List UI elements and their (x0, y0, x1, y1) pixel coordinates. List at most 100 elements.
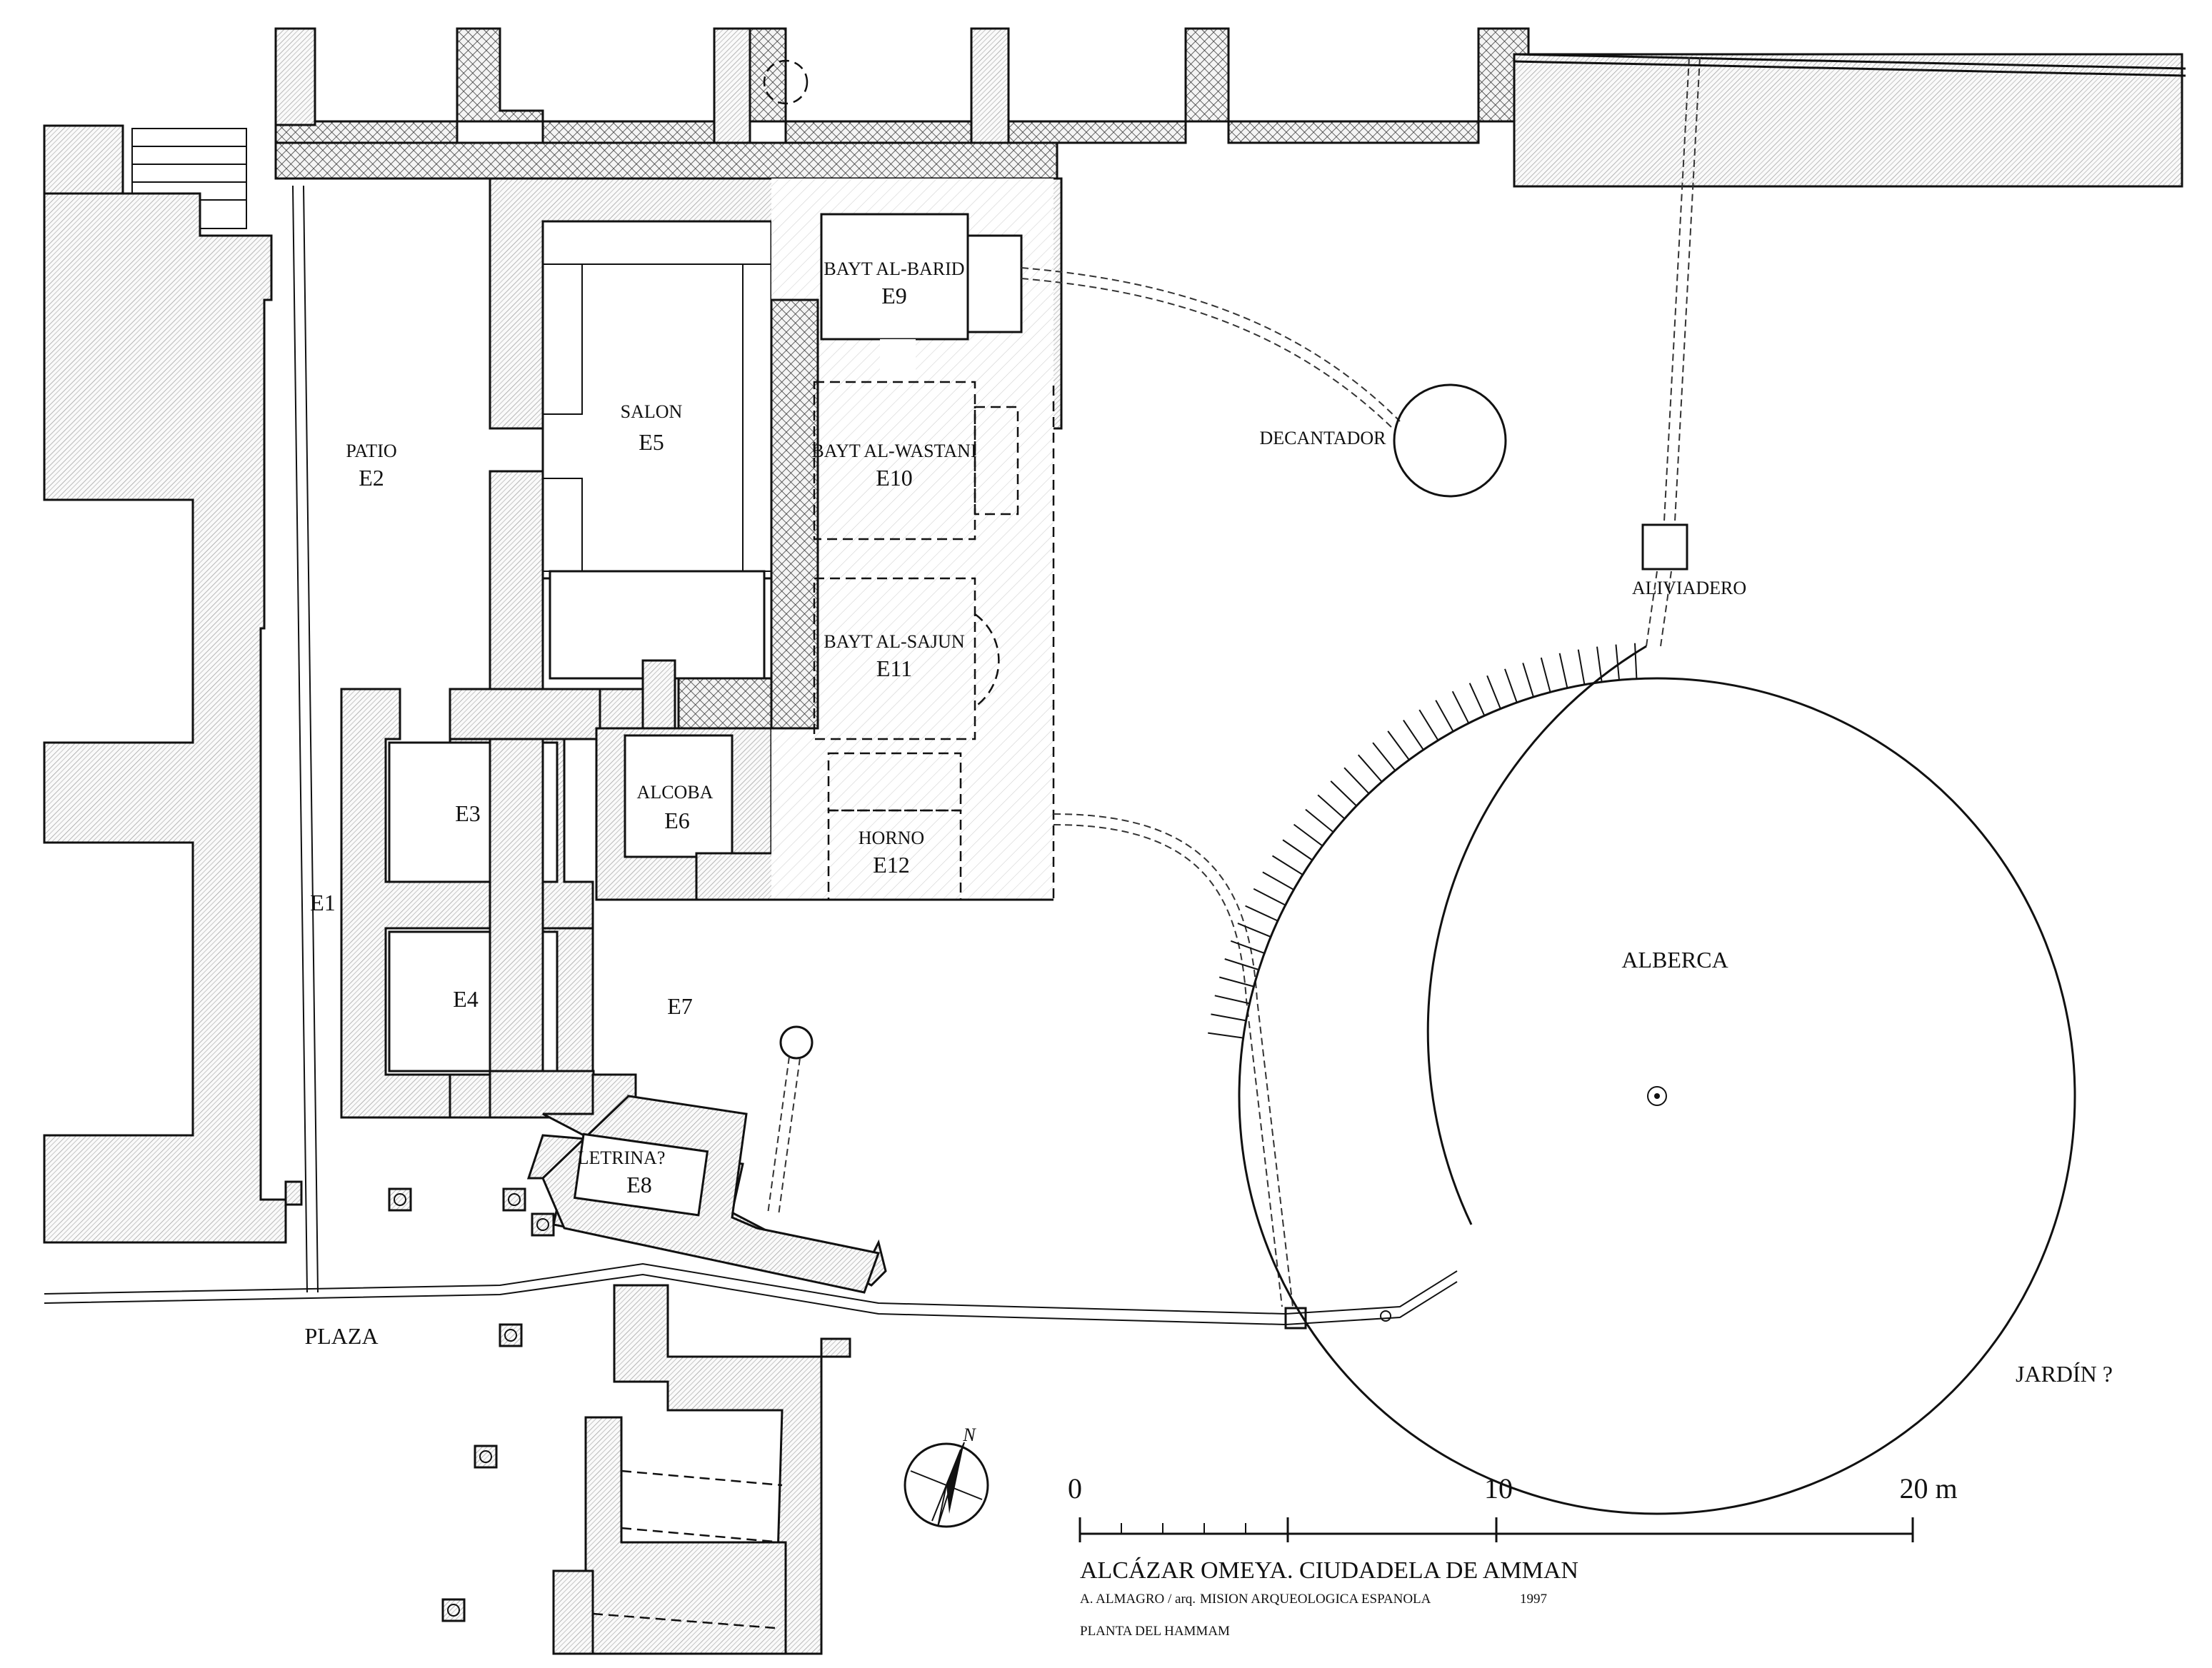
e7-north-wall (449, 688, 601, 740)
alberca-pool (1238, 677, 2076, 1515)
salon-room (541, 220, 773, 580)
aliviadero-channel (1663, 56, 1690, 522)
water-features (1208, 383, 2076, 1515)
salon-west-lower-wall (489, 470, 544, 1083)
bath-rooms (770, 179, 1055, 901)
alberca-center-dot (1654, 1093, 1660, 1099)
decantador-tank (1393, 383, 1507, 498)
barid-doorway (880, 339, 916, 382)
channel-node (1380, 1310, 1391, 1322)
south-block (526, 1025, 887, 1655)
west-wall-complex (43, 192, 287, 1244)
scale-label-20: 20 m (1899, 1472, 1957, 1504)
passage-wall (641, 659, 676, 730)
e1-edge (303, 185, 319, 1293)
north-east-wall (1513, 53, 2183, 188)
alberca-step (1282, 839, 1313, 861)
alberca-step (1486, 675, 1501, 709)
sajun-apse (974, 613, 1000, 708)
label-salon: SALON (621, 401, 683, 422)
alberca-step (1540, 657, 1551, 693)
salon-bench (542, 263, 583, 415)
cistern-mouth (779, 1025, 814, 1060)
passage-dark (677, 677, 773, 730)
aliviadero-channel (1646, 571, 1658, 647)
pillar-base (531, 1212, 555, 1237)
west-buildings (43, 124, 319, 1293)
room-bayt-al-sajun (813, 577, 976, 740)
label-e6: E6 (664, 808, 690, 833)
alberca-step (1435, 700, 1454, 732)
north-arrow-label: N (962, 1425, 976, 1445)
portico-west-wall (584, 1416, 787, 1655)
alberca-step (1522, 663, 1534, 698)
alberca-step (1558, 653, 1568, 688)
north-pier (274, 27, 316, 126)
label-bayt-al-sajun: BAYT AL-SAJUN (824, 631, 964, 652)
label-horno: HORNO (859, 828, 924, 848)
alberca-step (1305, 808, 1334, 833)
alberca-center-mark (1647, 1086, 1667, 1106)
label-e7: E7 (667, 993, 693, 1019)
e4-south-wall (449, 1073, 494, 1119)
aliviadero-channel (1674, 56, 1701, 522)
drawing-year: 1997 (1520, 1592, 1547, 1607)
alberca-step (1403, 720, 1424, 750)
north-arrow-needle-fill (946, 1442, 964, 1514)
north-pier (970, 27, 1010, 144)
scale-label-10: 10 (1484, 1472, 1513, 1504)
labels: PATIO E2 SALON E5 BAYT AL-BARID E9 BAYT … (304, 258, 2113, 1387)
label-e8: E8 (626, 1172, 652, 1197)
label-e4: E4 (453, 986, 479, 1012)
portico-east-wall (613, 1284, 851, 1655)
alberca-step (1262, 871, 1294, 890)
channel-box (1284, 1307, 1307, 1330)
alberca-step (1317, 794, 1346, 820)
drawing-author: A. ALMAGRO / arq. (1080, 1592, 1196, 1607)
scale-label-0: 0 (1068, 1472, 1082, 1504)
alberca-step (1330, 780, 1357, 807)
alberca-step (1253, 888, 1286, 906)
alberca-step (1387, 730, 1410, 760)
horno-channel (1053, 813, 1293, 1307)
alberca-step (1357, 754, 1383, 783)
north-arrow-circle (904, 1442, 989, 1528)
portico-line (621, 1469, 783, 1487)
title-block: ALCÁZAR OMEYA. CIUDADELA DE AMMAN A. ALM… (1080, 1557, 1578, 1639)
label-alcoba: ALCOBA (637, 782, 714, 803)
plaza-edge-line (44, 1262, 1458, 1315)
alberca-step (1468, 683, 1486, 716)
alberca-step (1214, 995, 1250, 1005)
label-e2: E2 (359, 465, 384, 491)
pillar-base (474, 1445, 498, 1469)
wall-edge (1513, 60, 2186, 77)
plaza-edge-line (44, 1273, 1458, 1326)
label-e11: E11 (876, 655, 912, 681)
bath-west-dark-wall (770, 298, 819, 730)
alberca-step (1633, 643, 1638, 679)
alberca-step (1343, 767, 1370, 795)
alberca-step (1577, 649, 1586, 685)
label-bayt-al-wastani: BAYT AL-WASTANI (811, 441, 976, 461)
decantador-channel (1021, 267, 1401, 422)
label-patio: PATIO (346, 441, 396, 461)
alberca-step (1418, 709, 1439, 741)
label-letrina: LETRINA? (578, 1147, 666, 1168)
north-wall (274, 27, 2186, 188)
room-alcoba (624, 734, 734, 858)
portico-line (621, 1527, 783, 1544)
portico-south-pier (552, 1569, 594, 1655)
decantador-channel (1021, 278, 1393, 429)
water-channels (1021, 56, 1701, 1330)
alberca-step (1237, 923, 1271, 938)
label-plaza: PLAZA (304, 1323, 378, 1349)
label-aliviadero: ALIVIADERO (1632, 578, 1746, 598)
bayt-al-barid-annex (966, 234, 1023, 333)
room-bayt-al-barid (820, 213, 969, 341)
label-e3: E3 (455, 800, 481, 826)
alcoba-south-wall (695, 852, 776, 901)
room-bayt-al-wastani (813, 381, 976, 541)
room-letrina (573, 1132, 709, 1217)
label-bayt-al-barid: BAYT AL-BARID (824, 258, 964, 279)
